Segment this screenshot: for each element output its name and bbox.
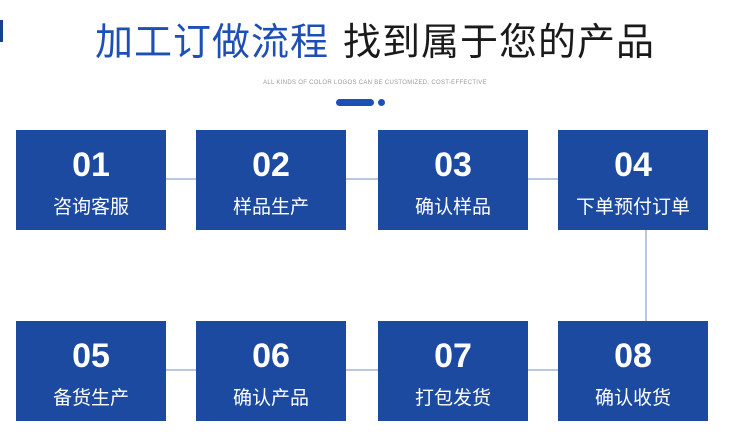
connector-04-08 xyxy=(645,230,647,321)
step-number: 08 xyxy=(614,337,652,375)
step-label: 备货生产 xyxy=(52,387,129,409)
step-label: 下单预付订单 xyxy=(575,196,690,218)
step-number: 06 xyxy=(252,337,290,375)
step-number: 07 xyxy=(434,337,472,375)
step-label: 咨询客服 xyxy=(52,196,129,218)
page-title: 加工订做流程找到属于您的产品 xyxy=(0,18,750,66)
subtitle: ALL KINDS OF COLOR LOGOS CAN BE CUSTOMIZ… xyxy=(263,80,487,86)
step-box-04: 04 下单预付订单 xyxy=(558,130,708,230)
title-underline-dot xyxy=(378,99,385,106)
step-box-07: 07 打包发货 xyxy=(378,321,528,421)
connector-01-02 xyxy=(166,178,196,180)
connector-05-06 xyxy=(166,369,196,371)
connector-03-04 xyxy=(528,178,558,180)
step-box-02: 02 样品生产 xyxy=(196,130,346,230)
step-box-03: 03 确认样品 xyxy=(378,130,528,230)
step-label: 打包发货 xyxy=(414,387,491,409)
step-label: 样品生产 xyxy=(232,196,309,218)
title-main: 找到属于您的产品 xyxy=(343,20,656,64)
step-box-05: 05 备货生产 xyxy=(16,321,166,421)
step-label: 确认样品 xyxy=(414,196,491,218)
step-box-01: 01 咨询客服 xyxy=(16,130,166,230)
left-edge-accent xyxy=(0,20,3,42)
step-label: 确认收货 xyxy=(594,387,671,409)
connector-07-08 xyxy=(528,369,558,371)
step-number: 03 xyxy=(434,146,472,184)
step-number: 02 xyxy=(252,146,290,184)
connector-02-03 xyxy=(346,178,378,180)
step-box-06: 06 确认产品 xyxy=(196,321,346,421)
step-box-08: 08 确认收货 xyxy=(558,321,708,421)
step-number: 05 xyxy=(72,337,110,375)
connector-06-07 xyxy=(346,369,378,371)
title-underline-bar xyxy=(336,99,374,106)
step-number: 01 xyxy=(72,146,110,184)
step-label: 确认产品 xyxy=(232,387,309,409)
step-number: 04 xyxy=(614,146,652,184)
title-highlight: 加工订做流程 xyxy=(94,20,329,64)
